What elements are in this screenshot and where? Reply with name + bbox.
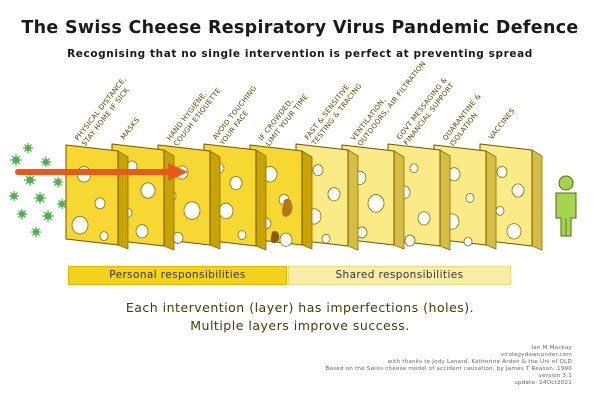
- virus-icon: [56, 198, 68, 210]
- cheese-hole: [496, 166, 508, 178]
- cheese-hole: [183, 201, 201, 220]
- person-body: [555, 192, 577, 237]
- virus-icon: [16, 208, 28, 220]
- cheese-hole: [367, 194, 385, 213]
- cheese-hole: [135, 224, 149, 239]
- cheese-hole: [356, 226, 368, 239]
- virus-icon: [30, 226, 42, 238]
- cheese-hole: [237, 230, 247, 240]
- caption-line-2: Multiple layers improve success.: [190, 318, 410, 333]
- person-head: [558, 175, 574, 191]
- cheese-hole: [94, 197, 106, 210]
- virus-icon: [34, 192, 46, 204]
- credit-basis: Based on the Swiss cheese model of accid…: [325, 366, 572, 372]
- credit-author: Ian M Mackay: [531, 345, 572, 351]
- cheese-slices: [65, 143, 543, 251]
- layer-label-5: IF CROWDED,LIMIT YOUR TIME: [257, 87, 309, 148]
- cheese-hole: [511, 183, 525, 198]
- brown-spot: [282, 198, 293, 217]
- slice-side: [393, 150, 405, 250]
- cheese-hole: [229, 176, 243, 191]
- credits: Ian M Mackay virologydownunder.com with …: [325, 345, 572, 387]
- cheese-hole: [404, 234, 416, 247]
- cheese-slice-1: [65, 144, 129, 250]
- page-title: The Swiss Cheese Respiratory Virus Pande…: [21, 18, 579, 38]
- slice-side: [439, 149, 451, 251]
- layer-label-2: MASKS: [119, 116, 141, 141]
- slice-side: [301, 150, 313, 250]
- person-icon: [555, 175, 577, 237]
- cheese-hole: [506, 223, 522, 240]
- shared-responsibilities-bar: Shared responsibilities: [288, 266, 511, 285]
- cheese-hole: [327, 187, 341, 202]
- cheese-hole: [463, 236, 473, 247]
- cheese-hole: [71, 215, 89, 235]
- layer-label-9: QUARANTINE &ISOLATION: [441, 92, 490, 148]
- credit-thanks: with thanks to Jody Lanard, Katherine Ar…: [387, 359, 572, 365]
- virus-icon: [22, 142, 34, 154]
- cheese-hole: [409, 163, 419, 174]
- page-subtitle: Recognising that no single intervention …: [67, 48, 533, 60]
- virus-icon: [10, 154, 22, 166]
- slice-side: [117, 150, 129, 250]
- cheese-hole: [172, 232, 184, 244]
- cheese-hole: [321, 233, 331, 244]
- virus-path-arrow: [15, 163, 188, 181]
- cheese-hole: [312, 164, 324, 177]
- cheese-hole: [495, 206, 505, 216]
- virus-arrow-head: [168, 163, 188, 181]
- personal-responsibilities-bar: Personal responsibilities: [68, 266, 287, 285]
- cheese-hole: [465, 193, 475, 203]
- credit-version: version 3.1: [538, 373, 572, 379]
- caption-line-1: Each intervention (layer) has imperfecti…: [125, 300, 475, 315]
- cheese-hole: [417, 211, 431, 226]
- cheese-hole: [140, 182, 156, 199]
- layer-label-10: VACCINES: [487, 107, 516, 142]
- slice-side: [209, 150, 221, 250]
- credit-update: update: 24Oct2021: [514, 380, 572, 386]
- virus-icon: [24, 174, 36, 186]
- slice-side: [531, 149, 543, 251]
- virus-icon: [52, 176, 64, 188]
- cheese-hole: [279, 232, 293, 247]
- virus-icon: [40, 156, 52, 168]
- credit-site: virologydownunder.com: [500, 352, 572, 358]
- slice-side: [485, 150, 497, 250]
- virus-icon: [42, 210, 54, 222]
- cheese-hole: [99, 231, 109, 241]
- brown-spot: [270, 231, 280, 244]
- cheese-hole: [218, 202, 234, 220]
- slice-side: [255, 149, 267, 251]
- slice-side: [347, 149, 359, 251]
- virus-icon: [8, 190, 20, 202]
